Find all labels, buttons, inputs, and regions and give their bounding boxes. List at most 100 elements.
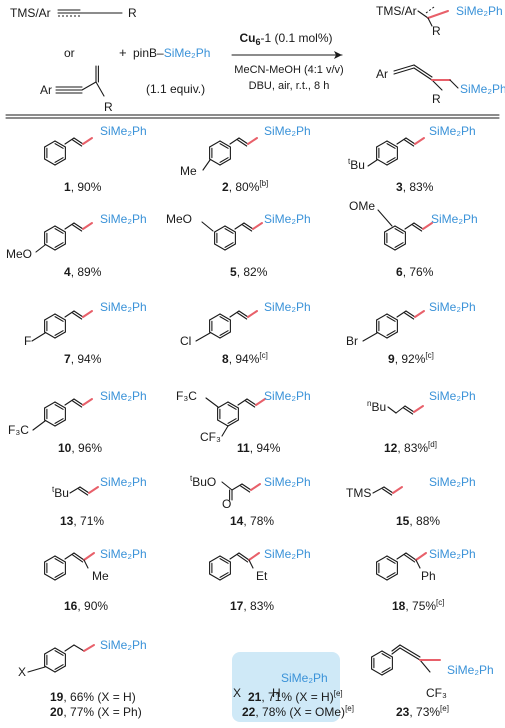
vinyl-8 [238,310,249,318]
sub-et-17: Et [256,569,268,583]
ring-6 [394,225,406,233]
compound-label-10: 10, 96% [58,441,103,455]
enyne [95,81,105,97]
bond-br-9 [362,332,378,342]
vinyl-3 [414,137,425,145]
vinyl-1 [82,137,93,145]
vinyl-10 [82,398,93,406]
catalyst-label: Cu6-1 (0.1 mol%) [239,31,333,48]
compound-label-16: 16, 90% [64,599,109,613]
ring-10 [44,419,56,427]
bond-f3c-11 [205,397,219,408]
product1-silyl: SiMe₂Ph [456,4,503,18]
ring-8 [219,330,229,336]
vinyl-6 [412,224,423,232]
compound-label-2: 2, 80%[b] [222,179,269,195]
ring-5 [224,242,234,248]
ring-16 [44,555,56,563]
ring-3 [376,158,388,166]
sub-x-19: X [18,665,27,679]
alkene-13 [79,486,90,494]
bond-cf3-23 [419,659,431,673]
silyl-label-13: SiMe₂Ph [100,475,147,489]
ring-9 [386,313,398,321]
vinyl-6 [413,222,424,230]
silyl-label-7: SiMe₂Ph [100,300,147,314]
vinyl-3 [405,137,416,145]
ring-17 [209,573,221,581]
vinyl-1 [64,137,75,145]
ring-4 [54,225,66,233]
vinyl-7 [72,312,83,320]
vinyl-1 [72,139,83,147]
bond-cf3-11 [221,425,229,437]
ring-3 [376,140,388,148]
bond-tbu-3 [367,159,378,167]
silyl-label-19: SiMe₂Ph [100,638,147,652]
ring-19 [54,647,66,655]
sub-me-2: Me [180,164,197,178]
ring-7 [54,331,66,339]
vinyl-5 [242,224,253,232]
compound-label-6: 6, 76% [396,265,434,279]
vinyl-6 [422,222,433,230]
silyl-label-17: SiMe₂Ph [264,547,311,561]
vinyl-9 [396,310,407,318]
ring-17 [209,555,221,563]
chain-14 [231,483,243,491]
vinyl-4 [72,224,83,232]
vinyl-8 [229,310,240,318]
bond-ome-6 [377,209,393,227]
bond-ph-18 [415,559,421,569]
ring-18 [376,573,388,581]
compound-label-4: 4, 89% [64,265,102,279]
silyl-label-16: SiMe₂Ph [100,547,147,561]
product1 [427,10,449,19]
product2 [393,67,415,75]
silyl-label-23: SiMe₂Ph [447,663,494,677]
silyl-label-18: SiMe₂Ph [429,547,476,561]
bond-meo-4 [35,244,46,253]
plus-sign: + [119,45,127,60]
ring-10 [54,418,64,424]
compound-label-20: 20, 77% (X = Ph) [50,705,142,719]
sub-meo-4: MeO [6,247,33,261]
highlight-box [232,652,340,722]
chain-15 [392,486,403,494]
product2-silyl: SiMe₂Ph [460,82,505,96]
product1-dashed [425,6,435,14]
bond-me-2 [202,159,211,171]
ring-23 [381,650,393,658]
ring-11 [227,419,239,427]
ring-18 [376,555,388,563]
ring-18 [386,572,396,578]
or-label: or [64,46,75,60]
vinyl-9 [404,312,415,320]
vinyl-5 [234,222,245,230]
ring-2 [209,158,221,166]
silyl-label-4: SiMe₂Ph [100,212,147,226]
ring-7 [44,331,56,339]
ring-2 [219,140,231,148]
ring-9 [376,313,388,321]
ring-23 [371,650,383,658]
chain-18 [415,552,427,561]
ring-8 [219,331,231,339]
ring-11 [227,418,237,424]
ring-10 [54,404,64,410]
ring-5 [224,243,236,251]
compound-label-22: 22, 78% (X = OMe)[e] [242,704,354,720]
product1-r: R [432,24,441,38]
compound-label-1: 1, 90% [64,180,102,194]
vinyl-9 [405,310,416,318]
vinyl-4 [82,222,93,230]
vinyl-4 [64,222,75,230]
chain-16 [83,552,95,561]
bond-cl-8 [195,332,211,342]
vinyl-7 [73,310,84,318]
ring-10 [54,419,66,427]
silyl-label-8: SiMe₂Ph [264,300,311,314]
alkene-16 [72,554,84,563]
ring-16 [54,573,66,581]
silyl-label-15: SiMe₂Ph [429,475,476,489]
